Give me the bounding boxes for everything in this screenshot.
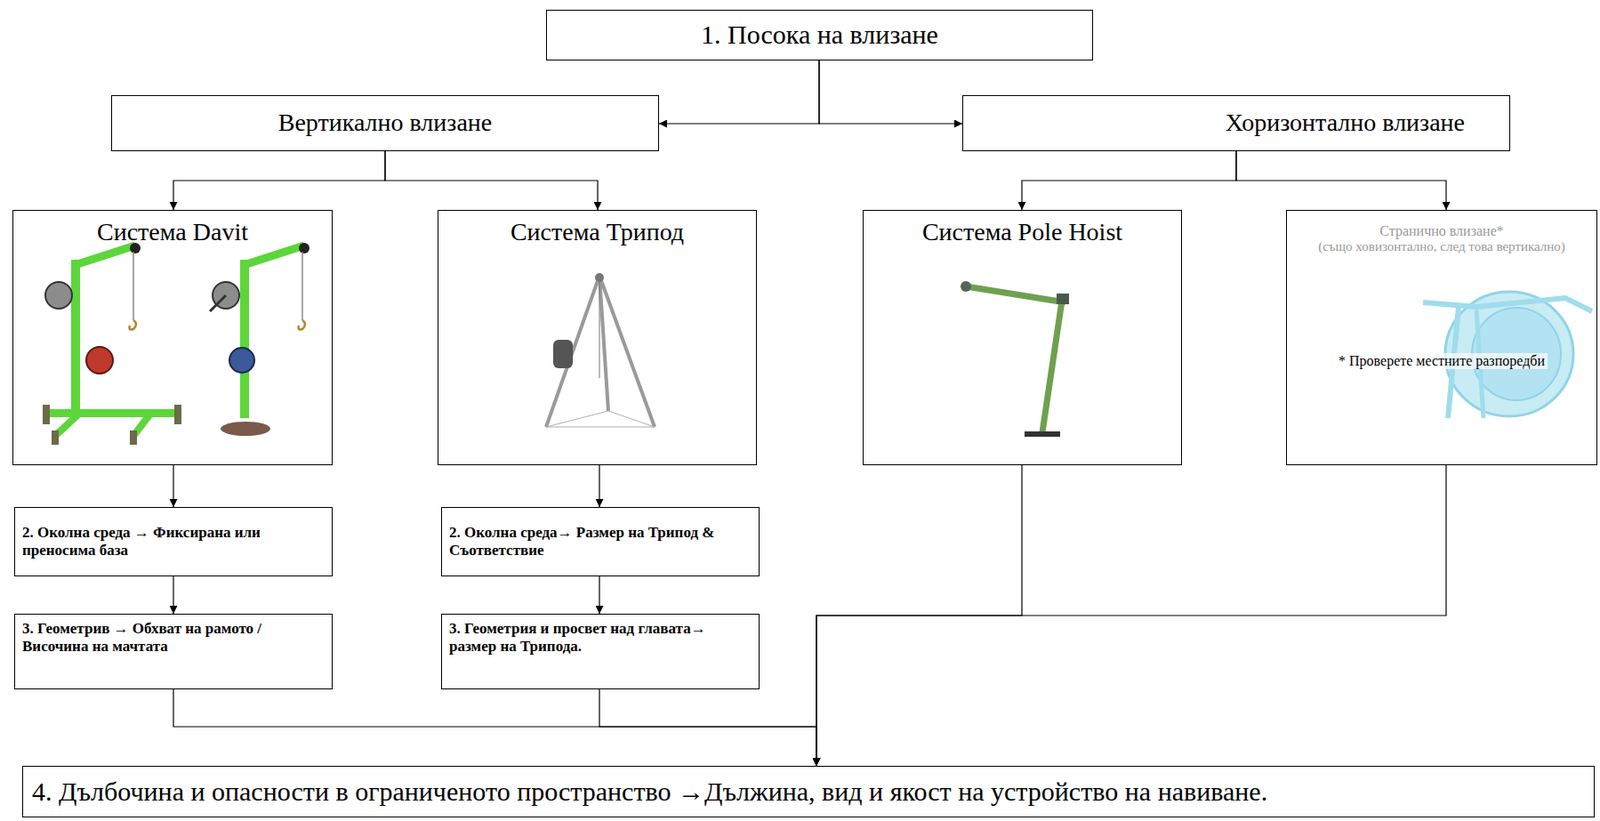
davit-mast xyxy=(240,259,250,419)
connector xyxy=(1021,151,1237,210)
connector xyxy=(1236,151,1447,210)
davit-srl xyxy=(229,347,255,373)
tripod-leg xyxy=(599,275,655,427)
category-box: Вертикално влизане xyxy=(111,95,660,152)
davit-base-plate xyxy=(220,421,271,436)
tripod-cable xyxy=(599,279,601,378)
system-box: Система Davit xyxy=(12,209,333,466)
category-box: Хоризонтално влизане xyxy=(962,95,1511,152)
node-label: Система Трипод xyxy=(443,217,751,247)
connector xyxy=(385,151,598,210)
connector xyxy=(172,465,174,507)
system-box: Система Pole Hoist xyxy=(862,209,1182,466)
hoist-pulley xyxy=(960,281,972,292)
tripod-chain xyxy=(546,410,655,427)
davit-winch xyxy=(45,281,73,309)
davit-pulley xyxy=(298,242,310,254)
davit-foot xyxy=(129,430,137,445)
davit-hook xyxy=(129,320,137,330)
tripod-leg xyxy=(546,275,600,427)
davit-boom xyxy=(243,245,305,266)
davit-base xyxy=(46,409,180,418)
davit-hook xyxy=(298,320,306,330)
step-box: 2. Околна среда→ Размер на Трипод & Съот… xyxy=(441,506,760,577)
tripod-winch xyxy=(553,339,573,369)
davit-foot xyxy=(51,430,59,445)
davit-foot xyxy=(174,404,182,425)
connector xyxy=(819,60,963,124)
node-label: (също ховизонтално, след това вертикално… xyxy=(1290,239,1593,255)
hoist-foot xyxy=(1024,431,1061,437)
tripod-illustration xyxy=(546,273,655,427)
connector xyxy=(598,465,600,507)
davit-cable xyxy=(132,251,135,321)
node-label: Хоризонтално влизане xyxy=(972,108,1501,137)
davit-cable xyxy=(301,251,304,321)
node-label: 1. Посока на влизане xyxy=(555,19,1084,51)
node-label: Вертикално влизане xyxy=(120,108,650,137)
node-label: 2. Околна среда→ Размер на Трипод & Съот… xyxy=(449,523,752,559)
root-box: 1. Посока на влизане xyxy=(546,9,1094,61)
node-label: 3. Геометрив → Обхват на рамото / Височи… xyxy=(22,619,325,655)
result-box: 4. Дълбочина и опасности в ограниченото … xyxy=(22,765,1595,818)
node-label: Система Davit xyxy=(18,217,327,247)
davit-illustration xyxy=(42,242,310,445)
node-label: Система Pole Hoist xyxy=(868,217,1176,247)
hoist-joint xyxy=(1056,293,1070,305)
step-box: 2. Околна среда → Фиксирана или преносим… xyxy=(14,506,333,577)
system-box: Странично влизане*(също ховизонтално, сл… xyxy=(1286,209,1598,466)
step-box: 3. Геометрив → Обхват на рамото / Височи… xyxy=(14,613,333,690)
davit-foot xyxy=(42,404,50,425)
node-label: Странично влизане* xyxy=(1290,223,1593,240)
node-label: 4. Дълбочина и опасности в ограниченото … xyxy=(32,776,1585,808)
connector xyxy=(816,465,1447,766)
node-label: * Проверете местните разпоредби xyxy=(1335,353,1548,370)
davit-leg xyxy=(55,412,81,436)
pole-hoist-illustration xyxy=(960,281,1070,435)
connector xyxy=(659,60,820,124)
davit-srl xyxy=(86,346,113,374)
hoist-pole xyxy=(1042,300,1062,433)
step-box: 3. Геометрия и просвет над главата→ разм… xyxy=(441,613,760,690)
connector xyxy=(173,151,386,210)
side-entry-frame xyxy=(1423,297,1592,312)
node-label: 2. Околна среда → Фиксирана или преносим… xyxy=(22,523,325,559)
tripod-head xyxy=(594,273,604,282)
system-box: Система Трипод xyxy=(437,209,757,466)
hoist-arm xyxy=(965,286,1066,303)
connector xyxy=(598,576,600,614)
connector xyxy=(599,689,817,766)
tripod-leg xyxy=(599,275,609,411)
davit-mast xyxy=(71,259,81,411)
connector xyxy=(172,576,174,614)
winch-handle xyxy=(209,295,226,312)
node-label: 3. Геометрия и просвет над главата→ разм… xyxy=(449,619,752,655)
connector xyxy=(173,689,817,766)
davit-boom xyxy=(74,245,136,266)
